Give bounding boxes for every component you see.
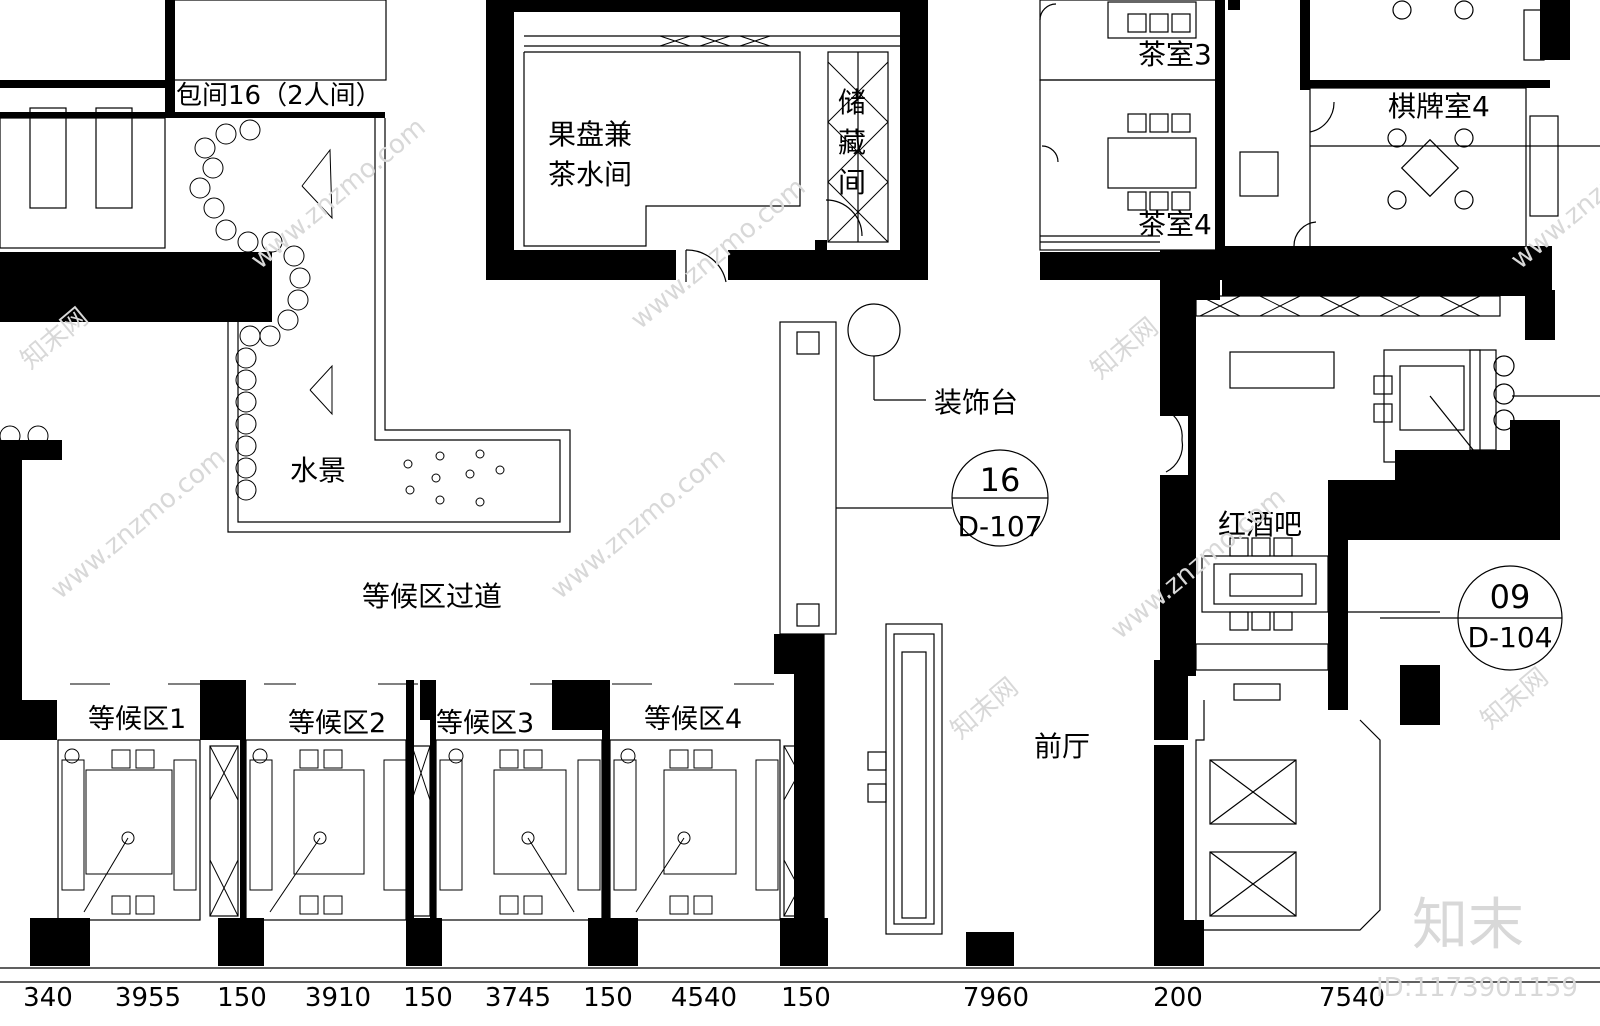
watermark-site-2: 知末网 <box>1085 312 1164 385</box>
label-deco: 装饰台 <box>934 386 1018 419</box>
label-wait4: 等候区4 <box>644 704 742 735</box>
label-fruit-line2: 茶水间 <box>548 158 632 191</box>
label-storage-2: 藏 <box>838 126 866 159</box>
dim-8: 4540 <box>671 983 737 1013</box>
section-marker-09: 09 D-104 <box>1457 565 1563 671</box>
section-16-ref: D-107 <box>957 510 1042 543</box>
label-wait3: 等候区3 <box>436 708 534 739</box>
dim-7: 150 <box>583 983 633 1013</box>
thin-lines <box>0 0 1600 983</box>
dim-6: 3745 <box>485 983 551 1013</box>
dim-3: 150 <box>217 983 267 1013</box>
walls <box>0 0 1570 966</box>
watermark-brand: 知末 <box>1412 893 1524 958</box>
label-wine: 红酒吧 <box>1218 508 1302 541</box>
label-tea4: 茶室4 <box>1138 208 1212 241</box>
label-water: 水景 <box>290 454 346 487</box>
dimension-labels: 340 3955 150 3910 150 3745 150 4540 150 … <box>23 983 1385 1013</box>
section-09-number: 09 <box>1490 578 1531 616</box>
label-storage-1: 储 <box>838 86 866 119</box>
label-wait1: 等候区1 <box>88 704 186 735</box>
label-lobby: 前厅 <box>1034 730 1090 763</box>
watermark-url-6: www.znzmo.com <box>1505 112 1600 275</box>
label-wait2: 等候区2 <box>288 708 386 739</box>
watermark-url-1: www.znzmo.com <box>245 112 431 275</box>
dim-4: 3910 <box>305 983 371 1013</box>
label-storage-3: 间 <box>838 166 866 199</box>
label-corridor: 等候区过道 <box>362 580 502 613</box>
dim-2: 3955 <box>115 983 181 1013</box>
watermark-site-4: 知末网 <box>1475 662 1554 735</box>
dim-9: 150 <box>781 983 831 1013</box>
dim-1: 340 <box>23 983 73 1013</box>
label-pkg16: 包间16（2人间） <box>176 81 382 111</box>
section-09-ref: D-104 <box>1467 621 1552 654</box>
label-fruit-line1: 果盘兼 <box>548 118 632 151</box>
room-labels: 包间16（2人间） 果盘兼 茶水间 储 藏 间 茶室3 茶室4 棋牌室4 装饰台… <box>88 38 1490 763</box>
doors <box>685 3 1335 473</box>
label-tea3: 茶室3 <box>1138 38 1212 71</box>
watermark-url-3: www.znzmo.com <box>545 442 731 605</box>
dim-11: 200 <box>1153 983 1203 1013</box>
label-chess4: 棋牌室4 <box>1388 90 1490 123</box>
section-16-number: 16 <box>980 461 1021 499</box>
cabinet-hatching <box>209 35 1481 917</box>
waiting-furniture <box>61 683 779 915</box>
dim-5: 150 <box>403 983 453 1013</box>
dim-12: 7540 <box>1319 983 1385 1013</box>
section-marker-16: 16 D-107 <box>951 449 1049 547</box>
watermark-url-4: www.znzmo.com <box>45 442 231 605</box>
watermark-site-3: 知末网 <box>945 672 1024 745</box>
water-plants <box>0 119 505 507</box>
dim-10: 7960 <box>963 983 1029 1013</box>
watermark-id: ID:1173901159 <box>1376 973 1578 1003</box>
